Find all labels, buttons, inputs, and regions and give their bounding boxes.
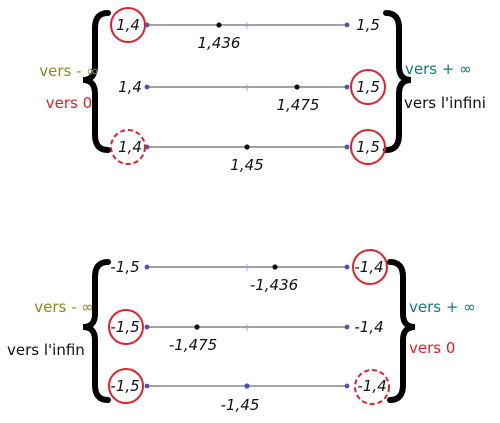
right-bound-label: 1,5 — [356, 138, 380, 156]
value-label: -1,475 — [169, 336, 217, 354]
selected-bound-circle — [108, 309, 144, 345]
label-toward-minus-infinity: vers - ∞ — [34, 298, 94, 316]
selected-bound-circle — [352, 249, 388, 285]
left-brace — [82, 259, 111, 403]
right-brace — [383, 10, 412, 153]
value-point — [244, 144, 250, 150]
left-bound-label: -1,5 — [110, 318, 139, 336]
left-bound-label: -1,5 — [110, 258, 139, 276]
rounded-bound-dashed-circle — [354, 369, 390, 405]
right-bound-label: -1,4 — [354, 258, 383, 276]
left-brace — [82, 10, 111, 153]
value-label: 1,45 — [230, 156, 263, 174]
value-point — [244, 383, 250, 389]
right-endpoint — [344, 22, 350, 28]
selected-bound-circle — [350, 69, 386, 105]
right-bound-label: 1,5 — [356, 16, 380, 34]
right-endpoint — [344, 324, 350, 330]
number-line-row: + 1,4 1,5 1,436 — [110, 7, 380, 52]
label-toward-infinity: vers l'infin — [7, 341, 85, 359]
panel-2: vers - ∞ vers l'infin vers + ∞ vers 0 + … — [7, 249, 476, 414]
right-bound-label: -1,4 — [357, 377, 386, 395]
right-endpoint — [344, 264, 350, 270]
left-endpoint — [144, 264, 150, 270]
label-toward-infinity: vers l'infini — [404, 94, 486, 112]
selected-bound-circle — [350, 129, 386, 165]
number-line-row: 1,4 1,5 1,45 — [110, 129, 386, 174]
label-toward-zero: vers 0 — [409, 339, 455, 357]
right-endpoint — [344, 144, 350, 150]
right-bound-label: -1,4 — [354, 318, 383, 336]
left-bound-label: 1,4 — [116, 16, 140, 34]
right-endpoint — [344, 84, 350, 90]
right-endpoint — [344, 383, 350, 389]
number-line-row: + 1,4 1,5 1,475 — [118, 69, 386, 114]
number-line-row: -1,5 -1,4 -1,45 — [108, 368, 390, 414]
number-line-row: + -1,5 -1,4 -1,436 — [110, 249, 388, 294]
left-bound-label: 1,4 — [118, 78, 142, 96]
left-bound-label: -1,5 — [110, 377, 139, 395]
value-label: -1,45 — [221, 396, 260, 414]
value-label: -1,436 — [250, 276, 298, 294]
value-label: 1,436 — [198, 34, 241, 52]
selected-bound-circle — [110, 7, 146, 43]
right-bound-label: 1,5 — [356, 78, 380, 96]
left-endpoint — [144, 383, 150, 389]
midpoint-tick: + — [242, 261, 251, 274]
value-label: 1,475 — [277, 96, 320, 114]
label-toward-plus-infinity: vers + ∞ — [405, 60, 472, 78]
left-endpoint — [144, 84, 150, 90]
value-point — [294, 84, 300, 90]
right-brace — [387, 259, 416, 403]
label-toward-minus-infinity: vers - ∞ — [39, 62, 99, 80]
label-toward-plus-infinity: vers + ∞ — [409, 298, 476, 316]
value-point — [194, 324, 200, 330]
midpoint-tick: + — [242, 321, 251, 334]
left-endpoint — [144, 324, 150, 330]
number-line-row: + -1,5 -1,4 -1,475 — [108, 309, 384, 354]
value-point — [272, 264, 278, 270]
selected-bound-circle — [108, 368, 144, 404]
midpoint-tick: + — [242, 81, 251, 94]
panel-1: vers - ∞ vers 0 vers + ∞ vers l'infini +… — [39, 7, 486, 174]
rounded-bound-dashed-circle — [110, 129, 146, 165]
left-bound-label: 1,4 — [118, 138, 142, 156]
label-toward-zero: vers 0 — [46, 94, 92, 112]
value-point — [216, 22, 222, 28]
midpoint-tick: + — [242, 19, 251, 32]
